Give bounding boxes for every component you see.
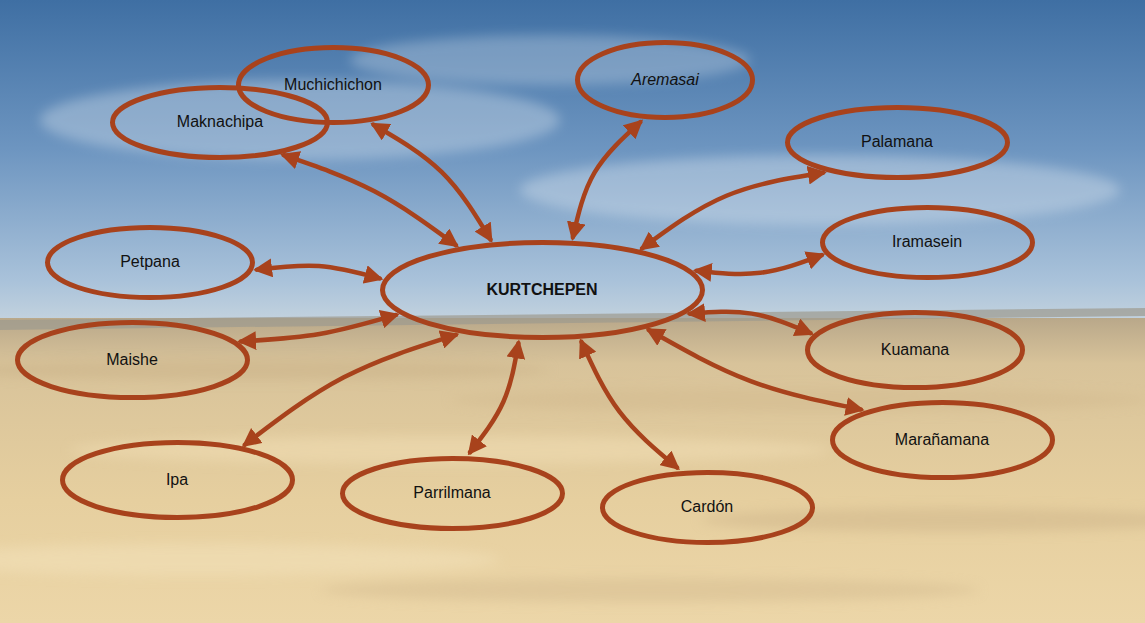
node-label: KURTCHEPEN: [486, 280, 597, 299]
double-arrow: [284, 155, 456, 245]
node-label: Iramasein: [892, 232, 962, 251]
double-arrow: [470, 343, 518, 452]
node-label: Ipa: [166, 470, 188, 489]
word-ellipse: Cardón: [600, 470, 815, 545]
word-ellipse: Muchichichon: [236, 45, 431, 125]
word-ellipse: Marañamana: [830, 400, 1055, 480]
word-ellipse: Palamana: [785, 105, 1010, 180]
word-ellipse: Petpana: [45, 225, 255, 300]
double-arrow: [241, 315, 396, 341]
node-label: Petpana: [120, 252, 180, 271]
node-label: Maknachipa: [177, 112, 263, 131]
node-label: Muchichichon: [284, 75, 382, 94]
word-ellipse: Maknachipa: [110, 85, 330, 160]
node-label: Marañamana: [895, 430, 989, 449]
node-label: Palamana: [861, 132, 933, 151]
node-label: Maishe: [106, 350, 158, 369]
double-arrow: [581, 342, 677, 468]
word-ellipse: Parrilmana: [340, 456, 565, 531]
double-arrow: [245, 335, 456, 445]
double-arrow: [373, 125, 490, 240]
double-arrow: [697, 255, 822, 274]
double-arrow: [642, 173, 823, 248]
word-ellipse: Maishe: [15, 320, 250, 400]
word-ellipse: Ipa: [60, 440, 295, 520]
double-arrow: [257, 266, 380, 279]
word-ellipse: Iramasein: [820, 205, 1035, 280]
word-ellipse: Kuamana: [805, 310, 1025, 390]
node-label: Kuamana: [881, 340, 950, 359]
node-label: Parrilmana: [413, 483, 490, 502]
node-label: Aremasai: [631, 70, 699, 89]
double-arrow: [690, 312, 810, 333]
double-arrow: [573, 122, 640, 237]
node-label: Cardón: [681, 497, 733, 516]
central-ellipse: KURTCHEPEN: [380, 240, 705, 340]
word-ellipse: Aremasai: [575, 40, 755, 120]
